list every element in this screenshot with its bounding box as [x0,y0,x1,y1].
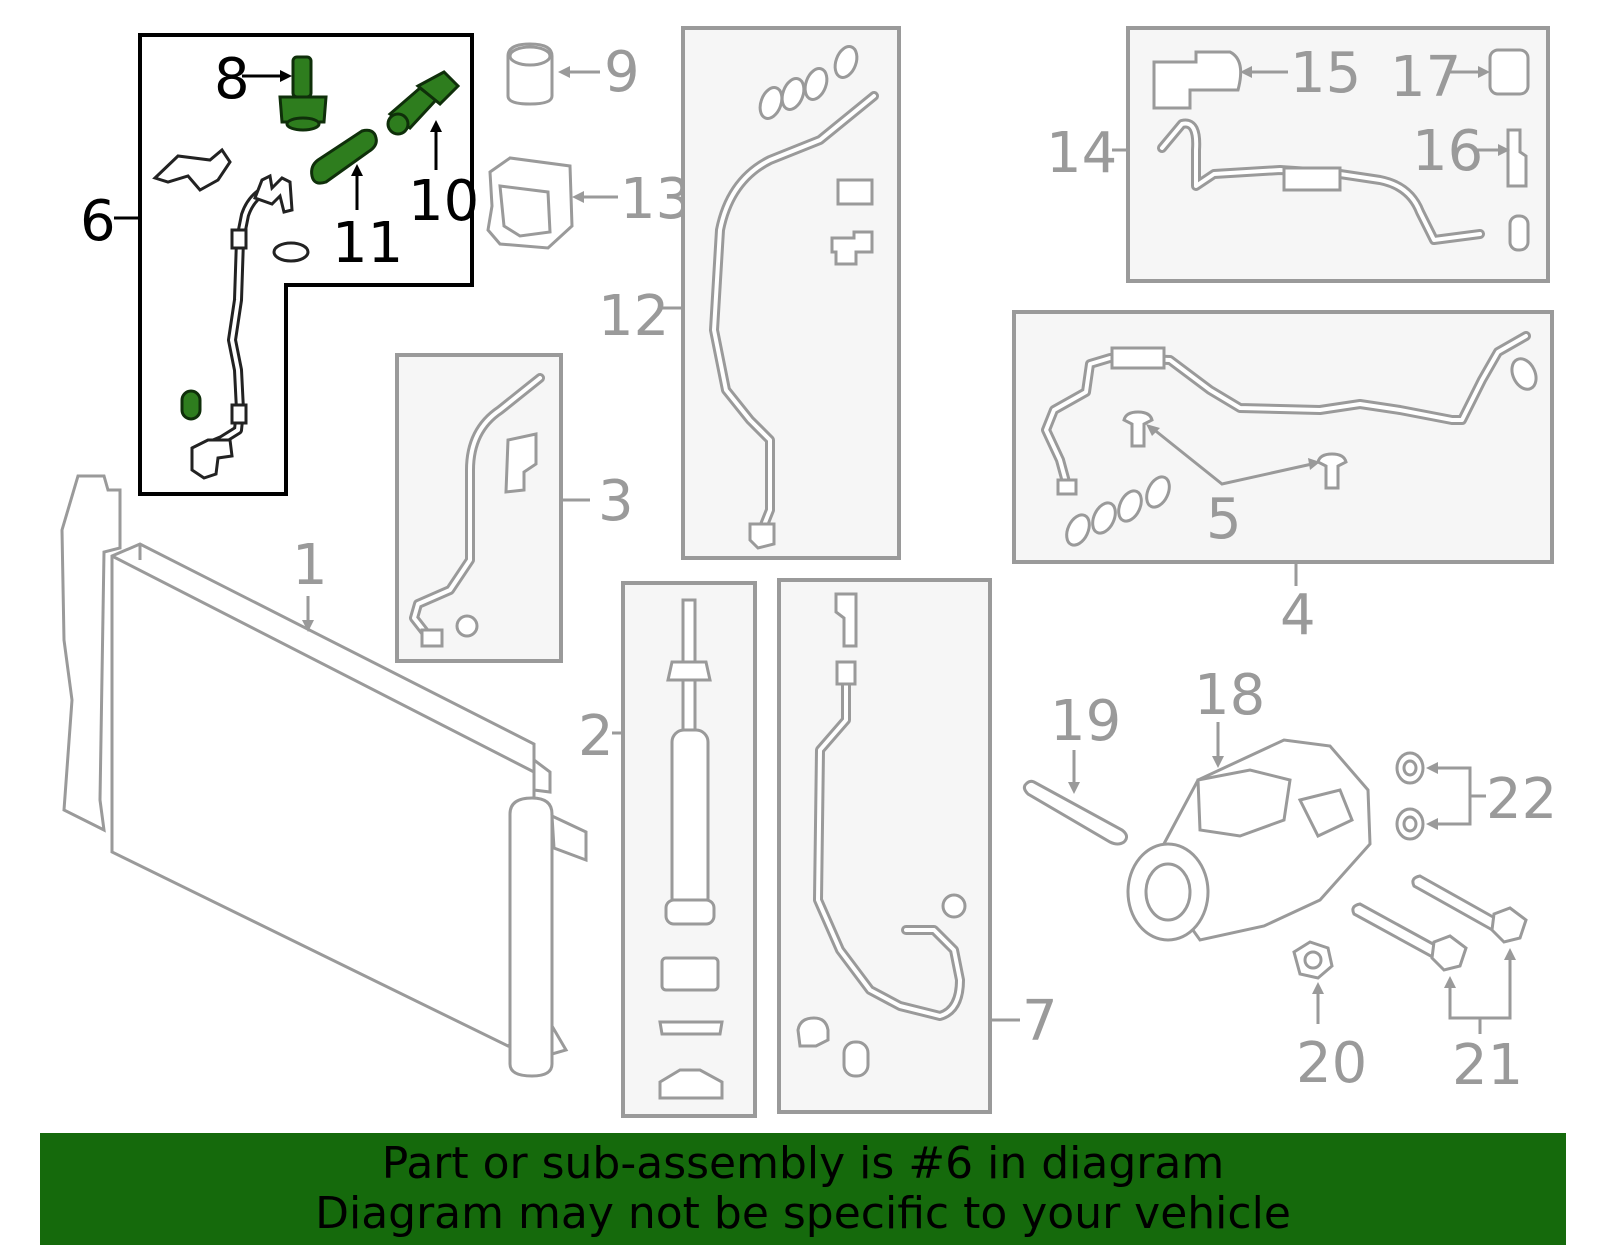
part-15-bracket [1152,50,1243,110]
part-16-sensor [1506,128,1528,188]
part-group-21[interactable]: 21 [1351,874,1528,1098]
part-group-1[interactable]: 1 [60,474,588,1078]
part-5-bolt-a [1122,410,1154,448]
label-8: 8 [214,47,250,112]
label-13: 13 [620,167,691,232]
label-2: 2 [578,704,614,769]
part-group-12[interactable]: 12 [598,26,901,560]
part-group-3[interactable]: 3 [395,353,634,663]
part-group-19[interactable]: 19 [1022,689,1129,846]
group-3-box [395,353,563,663]
part-group-6[interactable]: 8 10 11 6 [80,33,479,496]
label-9: 9 [604,40,640,105]
label-7: 7 [1022,989,1058,1054]
part-group-7[interactable]: 7 [777,578,1058,1114]
label-10: 10 [408,169,479,234]
label-17: 17 [1390,45,1461,110]
label-18: 18 [1194,663,1265,728]
label-11: 11 [332,211,403,276]
part-group-14[interactable]: 15 17 16 14 [1046,26,1550,283]
part-group-20[interactable]: 20 [1292,940,1367,1096]
hose-ferrule-upper [230,228,248,250]
condenser-drier-tank [508,796,554,1078]
label-1: 1 [292,533,328,598]
label-19: 19 [1050,689,1121,754]
part-5-bolt-b [1316,452,1348,490]
hose-fitting-lower [190,438,234,480]
label-3: 3 [598,469,634,534]
label-22: 22 [1486,767,1557,832]
part-group-4[interactable]: 5 4 [1012,310,1554,648]
highlight-banner: Part or sub-assembly is #6 in diagram Di… [40,1133,1566,1245]
label-4: 4 [1280,583,1316,648]
part-17-cap [1488,48,1530,96]
part-11-hose [310,128,378,185]
label-16: 16 [1412,119,1483,184]
bolt-21a [1351,902,1447,963]
part-group-22[interactable]: 22 [1395,751,1557,841]
label-14: 14 [1046,121,1117,186]
receiver-drier [670,728,710,912]
part-group-9[interactable]: 9 [506,40,640,106]
label-12: 12 [598,284,669,349]
banner-line-2: Diagram may not be specific to your vehi… [315,1188,1291,1239]
part-group-2[interactable]: 2 [578,581,757,1118]
pin-19 [1022,779,1129,846]
bracket-clip [152,147,232,192]
banner-line-1: Part or sub-assembly is #6 in diagram [381,1138,1225,1189]
label-6: 6 [80,189,116,254]
label-20: 20 [1296,1031,1367,1096]
part-10-sensor [386,70,461,136]
part-group-13[interactable]: 13 [486,156,691,250]
label-21: 21 [1452,1033,1523,1098]
bolt-21b [1411,874,1505,935]
label-15: 15 [1290,41,1361,106]
seal-small [180,389,202,421]
part-group-18[interactable]: 18 [1126,663,1372,942]
label-5: 5 [1206,487,1242,552]
o-ring [272,241,310,263]
condenser-side-tank-left [60,474,122,833]
part-8-valve [278,55,328,132]
hose-fitting-upper [253,173,294,214]
hose-ferrule-lower [230,403,248,425]
